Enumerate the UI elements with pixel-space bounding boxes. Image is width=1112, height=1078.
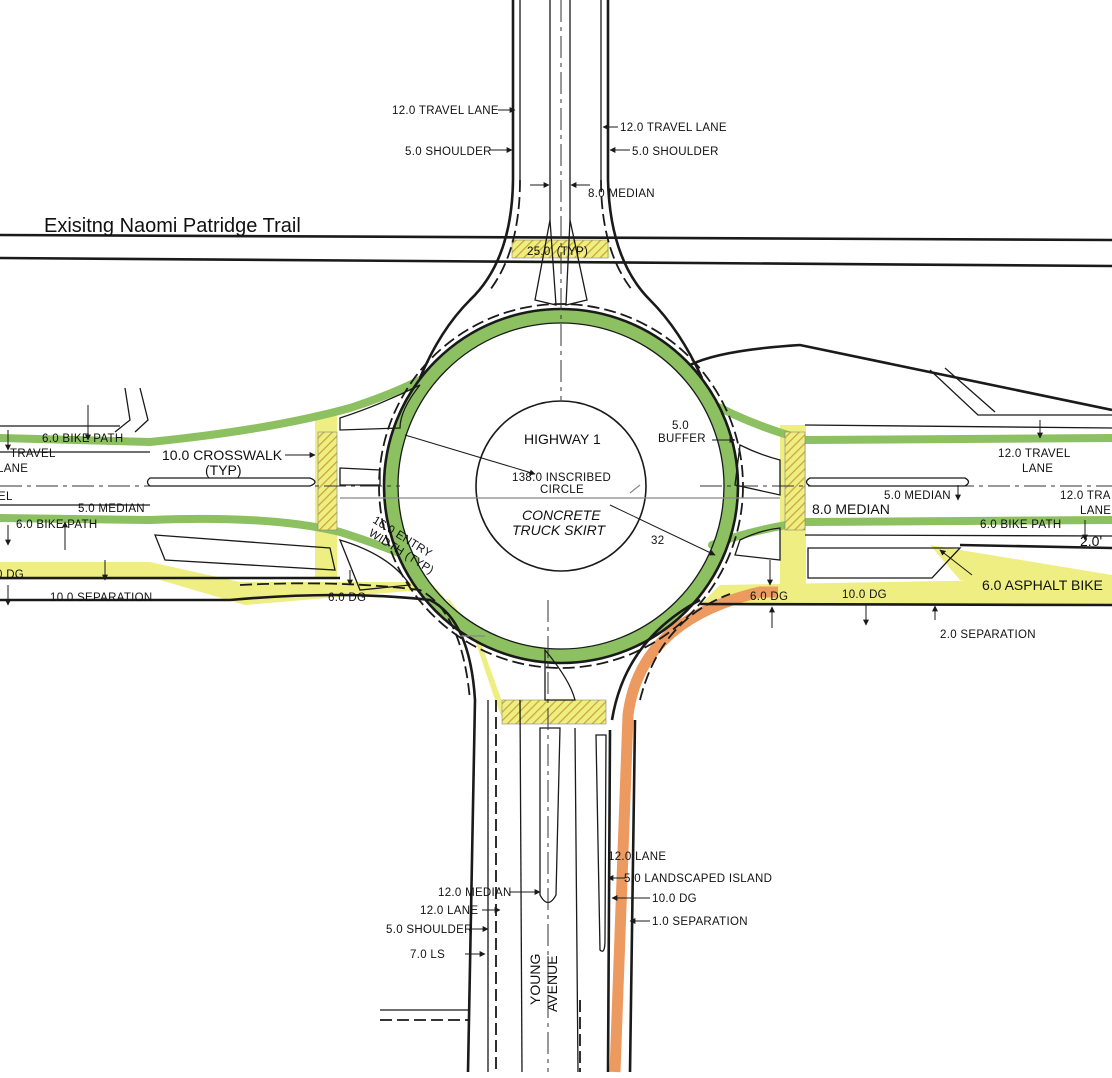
trail-label: Exisitng Naomi Patridge Trail bbox=[44, 215, 301, 237]
east-travel-lane: 12.0 TRAVEL bbox=[998, 448, 1071, 460]
north-crosswalk: 25.0' (TYP) bbox=[527, 246, 588, 258]
south-lane-right: 12.0 LANE bbox=[608, 851, 666, 863]
north-shoulder-left: 5.0 SHOULDER bbox=[405, 146, 492, 158]
north-median: 8.0 MEDIAN bbox=[588, 188, 655, 200]
west-crosswalk-typ: (TYP) bbox=[205, 462, 242, 478]
island-skirt: CONCRETE bbox=[522, 507, 601, 523]
crosswalks bbox=[317, 239, 806, 725]
west-leg-linework bbox=[0, 384, 477, 1073]
island-title: HIGHWAY 1 bbox=[524, 431, 601, 447]
west-crosswalk: 10.0 CROSSWALK bbox=[162, 447, 283, 463]
west-dg-left: 0 DG bbox=[0, 569, 24, 581]
south-median: 12.0 MEDIAN bbox=[438, 887, 512, 899]
west-lane: LANE bbox=[0, 463, 28, 475]
east-buffer: 5.0 bbox=[672, 420, 689, 432]
west-bike-path-top: 6.0 BIKE PATH bbox=[42, 433, 123, 445]
existing-lines bbox=[340, 484, 780, 499]
island-diameter: 138.0 INSCRIBED bbox=[512, 472, 611, 484]
east-dg-small: 6.0 DG bbox=[750, 591, 788, 603]
east-travel-lane-2: LANE bbox=[1022, 463, 1053, 475]
south-separation: 1.0 SEPARATION bbox=[652, 916, 748, 928]
east-bike-path: 6.0 BIKE PATH bbox=[980, 519, 1061, 531]
west-dg: 6.0 DG bbox=[328, 592, 366, 604]
east-separation: 2.0 SEPARATION bbox=[940, 629, 1036, 641]
north-leg-linework bbox=[418, 0, 704, 400]
south-leg-linework bbox=[460, 593, 731, 1073]
south-dg: 10.0 DG bbox=[652, 893, 697, 905]
west-el: EL bbox=[0, 491, 13, 503]
island-skirt-2: TRUCK SKIRT bbox=[512, 522, 607, 538]
east-travel-lane-far: 12.0 TRA bbox=[1060, 490, 1111, 502]
island-radius: 32 bbox=[651, 535, 664, 547]
east-buffer-2: BUFFER bbox=[658, 433, 706, 445]
north-travel-lane-right: 12.0 TRAVEL LANE bbox=[620, 122, 727, 134]
west-bike-path-bottom: 6.0 BIKE PATH bbox=[16, 519, 97, 531]
west-travel: TRAVEL bbox=[10, 448, 56, 460]
east-leg-linework bbox=[689, 343, 1112, 607]
north-travel-lane-left: 12.0 TRAVEL LANE bbox=[392, 105, 499, 117]
east-dg: 10.0 DG bbox=[842, 589, 887, 601]
street-name-young: YOUNG bbox=[527, 954, 543, 1005]
east-asphalt-bike: 6.0 ASPHALT BIKE bbox=[982, 577, 1103, 593]
south-lane-left: 12.0 LANE bbox=[420, 905, 478, 917]
south-landscaped: 5.0 LANDSCAPED ISLAND bbox=[624, 873, 772, 885]
north-shoulder-right: 5.0 SHOULDER bbox=[632, 146, 719, 158]
south-ls: 7.0 LS bbox=[410, 949, 445, 961]
dimension-arrows bbox=[5, 107, 1088, 957]
island-diameter-2: CIRCLE bbox=[540, 484, 584, 496]
south-shoulder: 5.0 SHOULDER bbox=[386, 924, 473, 936]
west-median: 5.0 MEDIAN bbox=[78, 503, 145, 515]
east-median-small: 5.0 MEDIAN bbox=[884, 490, 951, 502]
naomi-patridge-trail bbox=[0, 233, 1112, 268]
east-dim-2: 2.0' bbox=[1080, 533, 1102, 549]
street-name-avenue: AVENUE bbox=[544, 955, 560, 1012]
asphalt-bike-path bbox=[609, 586, 778, 1073]
central-island bbox=[475, 400, 647, 572]
east-median: 8.0 MEDIAN bbox=[812, 501, 890, 517]
west-separation: 10.0 SEPARATION bbox=[50, 592, 153, 604]
east-lane-far: LANE bbox=[1080, 505, 1111, 517]
